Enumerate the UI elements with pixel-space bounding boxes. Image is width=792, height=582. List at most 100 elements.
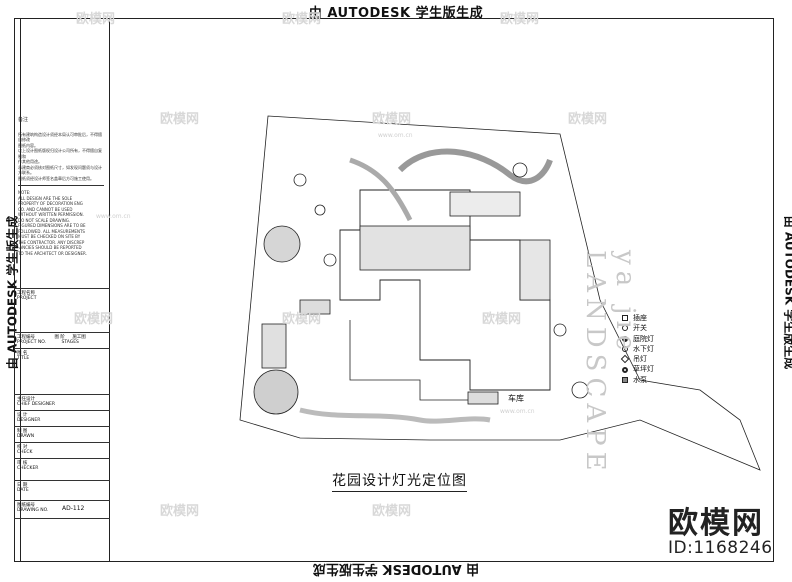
watermark-logo: 欧模网 xyxy=(668,506,764,541)
drawing-title: 花园设计灯光定位图 xyxy=(332,470,467,492)
switch-icon xyxy=(622,325,628,332)
lighting-legend: 插座 开关 庭院灯 水下灯 吊灯 草坪灯 水泵 xyxy=(620,313,682,385)
watermark-faint: 欧模网 xyxy=(372,112,412,127)
legend-label: 吊灯 xyxy=(633,355,647,364)
tb-chief-en: CHIEF DESIGNER xyxy=(17,402,56,407)
tb-title-row: 图 名 TITLE xyxy=(14,348,110,394)
watermark-faint: 欧模网 xyxy=(160,504,200,519)
tb-client-row: 工程名称 PROJECT xyxy=(14,288,110,332)
legend-item: 开关 xyxy=(622,323,682,333)
note-en-line: FIGURED DIMENSIONS ARE TO BE xyxy=(18,223,86,228)
watermark-faint: 欧模网 xyxy=(482,312,522,327)
note-heading: 备注 xyxy=(18,117,29,123)
legend-item: 水下灯 xyxy=(622,344,682,354)
tb-check-en: CHECK xyxy=(17,450,33,455)
note-en-line: THE CONTRACTOR. ANY DISCREP xyxy=(18,239,85,245)
watermark-id: ID:1168246 xyxy=(668,538,773,558)
tb-design-en: DESIGNER xyxy=(17,418,41,423)
note-en-line: MUST BE CHECKED ON SITE BY xyxy=(18,234,81,239)
roundabout xyxy=(253,369,299,415)
note-line: 图纸须经设计师签名盖章后方可施工使用。 xyxy=(18,175,94,181)
watermark-faint: 欧模网 xyxy=(500,12,540,27)
watermark-url: www.om.cn xyxy=(96,213,131,220)
tb-project-row: 工程编号 图 阶 施工图 PROJECT NO. STAGES xyxy=(14,332,110,348)
frame-inner-line xyxy=(20,18,21,562)
watermark-faint: 欧模网 xyxy=(568,112,608,127)
plant xyxy=(512,162,528,178)
legend-label: 水泵 xyxy=(633,375,647,384)
legend-item: 庭院灯 xyxy=(622,334,682,344)
plant xyxy=(314,204,326,216)
tb-review-row: 审 核 CHECKER xyxy=(14,458,110,480)
watermark-faint: 欧模网 xyxy=(160,112,200,127)
tb-bottom-row xyxy=(14,518,110,562)
curved-path-2 xyxy=(349,157,413,222)
tb-review-en: CHECKER xyxy=(17,466,39,471)
tb-drawn-row: 制 图 DRAWN xyxy=(14,426,110,442)
tb-drawing-no-en: DRAWING NO. xyxy=(17,508,49,513)
underwater-light-icon xyxy=(622,346,628,353)
watermark-url: www.om.cn xyxy=(500,408,535,415)
tb-date-en: DATE xyxy=(17,488,29,493)
deck-hatch-2 xyxy=(519,239,551,301)
title-block-notes: 备注 所有建筑构造设计须经本局认可审批后，不得擅自修改 图纸内容。 以上设计图纸… xyxy=(18,117,104,256)
note-en-line: PROPERTY OF DECORATION ENG xyxy=(18,201,83,206)
tb-title-en: TITLE xyxy=(17,356,30,361)
note-en-line: FOLLOWED. ALL MEASUREMENTS xyxy=(18,228,85,234)
tb-drawing-no-row: 图纸编号 DRAWING NO. xyxy=(14,500,110,518)
tb-chief-row: 主任设计 CHIEF DESIGNER xyxy=(14,394,110,410)
legend-label: 庭院灯 xyxy=(633,334,654,343)
tb-chief-label: 主任设计 xyxy=(17,397,35,402)
tb-design-row: 设 计 DESIGNER xyxy=(14,410,110,426)
plant xyxy=(323,253,337,267)
garage-label: 车库 xyxy=(508,394,524,403)
tb-project-no-label: 工程编号 xyxy=(17,335,35,340)
tb-stage-label: 图 阶 xyxy=(54,335,65,340)
garden-light-icon xyxy=(622,335,628,342)
note-en-line: -ANCIES SHOULD BE REPORTED xyxy=(18,245,82,250)
tb-stage-value: 施工图 xyxy=(72,335,86,340)
building-inner-wall xyxy=(349,320,490,401)
title-block xyxy=(14,18,110,562)
tb-date-label: 日 期 xyxy=(17,483,28,488)
note-en-line: DO NOT SCALE DRAWING. xyxy=(18,217,71,223)
tb-drawing-no-value: AD-112 xyxy=(62,505,85,512)
tb-review-label: 审 核 xyxy=(17,461,28,466)
note-en-heading: NOTE: xyxy=(18,190,31,195)
watermark-faint: 欧模网 xyxy=(74,312,114,327)
lawn-light-icon xyxy=(622,366,628,373)
stairs-2 xyxy=(467,391,499,405)
deck-hatch-3 xyxy=(449,191,521,217)
building-outline xyxy=(339,189,551,391)
note-line: 所有建筑构造设计须经本局认可审批后，不得擅自修改 xyxy=(18,131,102,143)
round-pavilion xyxy=(263,225,301,263)
legend-item: 水泵 xyxy=(622,375,682,385)
curved-path xyxy=(397,148,553,185)
legend-label: 插座 xyxy=(633,314,647,322)
landscape-side-text: ya jie LANDSCAPE xyxy=(580,250,640,477)
pump-icon xyxy=(622,376,628,383)
note-en-line: ALL DESIGN ARE THE SOLE xyxy=(18,195,73,201)
legend-label: 开关 xyxy=(633,324,647,333)
legend-item: 插座 xyxy=(622,313,682,323)
plant xyxy=(293,173,307,187)
watermark-faint: 欧模网 xyxy=(76,12,116,27)
legend-item: 吊灯 xyxy=(620,354,682,364)
note-line: 作其他用途。 xyxy=(18,159,42,164)
stairs xyxy=(299,299,331,315)
note-line: 以上设计图纸版权归设计公司所有，不得擅自复制和 xyxy=(18,148,102,159)
tb-design-label: 设 计 xyxy=(17,413,28,418)
note-en-line: WITHOUT WRITTEN PERMISSION. xyxy=(18,212,84,217)
pond-outline xyxy=(299,407,491,424)
legend-label: 水下灯 xyxy=(633,344,654,353)
watermark-faint: 欧模网 xyxy=(372,504,412,519)
legend-label: 草坪灯 xyxy=(633,365,654,374)
socket-icon xyxy=(622,315,628,322)
watermark-faint: 欧模网 xyxy=(282,12,322,27)
tb-project-no-en: PROJECT NO. xyxy=(17,340,47,345)
plant xyxy=(571,381,589,399)
site-boundary xyxy=(239,115,761,471)
watermark-url: www.om.cn xyxy=(378,132,413,139)
autodesk-stamp-top: 由 AUTODESK 学生版生成 xyxy=(308,6,484,21)
